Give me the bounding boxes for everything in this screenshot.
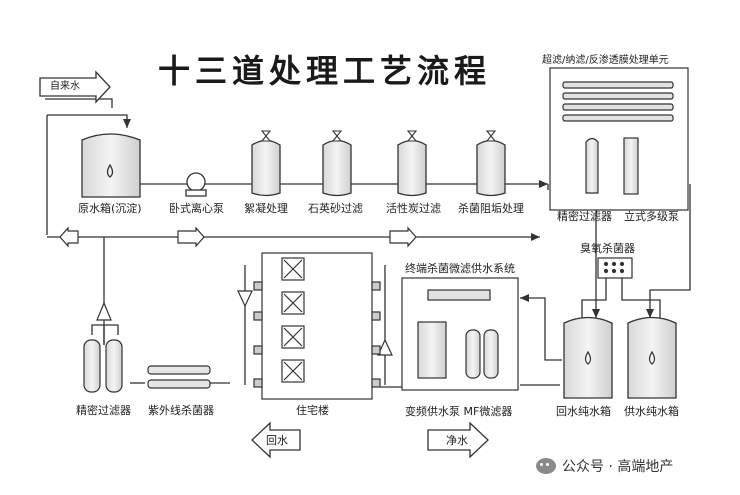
terminal-system-label: 终端杀菌微滤供水系统 [405, 262, 515, 275]
return-tank-label: 回水纯水箱 [556, 405, 611, 418]
page-title: 十三道处理工艺流程 [158, 52, 492, 90]
bottom-precision-filters [83, 339, 123, 393]
centrifugal-pump [185, 172, 207, 197]
precision-filter-bottom-label: 精密过滤器 [76, 404, 131, 417]
membrane-unit-label: 超滤/纳滤/反渗透膜处理单元 [542, 55, 669, 66]
supply-tank-label: 供水纯水箱 [624, 405, 679, 418]
softener-vessel [476, 139, 506, 197]
watermark: 公众号 · 高端地产 [536, 456, 673, 476]
terminal-system [401, 277, 519, 391]
softener-label: 杀菌阻垢处理 [458, 202, 524, 215]
wechat-icon [536, 458, 556, 474]
residence-building [253, 252, 381, 400]
raw-water-tank [81, 133, 141, 198]
ozone-sterilizer [597, 257, 633, 279]
membrane-unit [549, 67, 689, 211]
tap-water-tag [39, 70, 111, 104]
carbon-filter-vessel [397, 139, 427, 197]
residence-label: 住宅楼 [296, 404, 329, 417]
tap-water-label: 自来水 [50, 81, 80, 92]
coagulation-vessel [251, 139, 281, 197]
return-water-arrow [251, 421, 301, 459]
raw-tank-label: 原水箱(沉淀) [78, 202, 142, 215]
pure-water-label: 净水 [446, 434, 468, 447]
return-water-tank [563, 316, 613, 399]
pump-label: 卧式离心泵 [169, 202, 224, 215]
pure-water-arrow [427, 421, 489, 459]
precision-filter-top-label: 精密过滤器 [557, 210, 612, 223]
coagulation-label: 絮凝处理 [244, 202, 288, 215]
multistage-pump-label: 立式多级泵 [624, 210, 679, 223]
uv-label: 紫外线杀菌器 [148, 404, 214, 417]
carbon-label: 活性炭过滤 [386, 202, 441, 215]
ozone-label: 臭氧杀菌器 [580, 242, 635, 255]
uv-sterilizer [147, 365, 211, 389]
supply-water-tank [627, 316, 677, 399]
quartz-label: 石英砂过滤 [308, 202, 363, 215]
vfd-pump-mf-label: 变频供水泵 MF微滤器 [405, 405, 513, 418]
return-water-label: 回水 [266, 434, 288, 447]
quartz-filter-vessel [322, 139, 352, 197]
watermark-text: 公众号 · 高端地产 [562, 459, 674, 475]
